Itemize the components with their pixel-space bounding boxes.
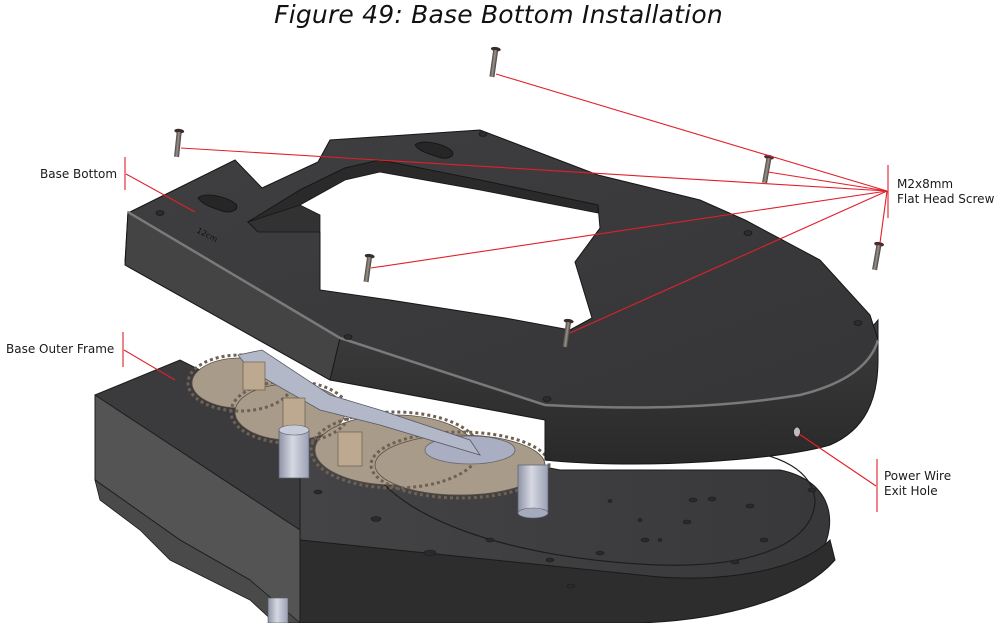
callout-power-wire-line2: Exit Hole [884, 484, 938, 498]
screw-icon [363, 253, 375, 283]
screws [174, 46, 885, 348]
base-bottom-part [124, 129, 880, 465]
screw-icon [174, 128, 185, 158]
screw-icon [762, 154, 775, 184]
screw-icon [489, 46, 501, 78]
callout-screw-size: M2x8mm [897, 177, 954, 191]
callout-screw: M2x8mm Flat Head Screw [897, 177, 994, 207]
leader-lines [122, 73, 889, 512]
figure-title: Figure 49: Base Bottom Installation [274, 0, 723, 29]
callout-power-wire-line1: Power Wire [884, 469, 952, 483]
callout-base-outer-frame: Base Outer Frame [6, 342, 114, 357]
gear-train [186, 349, 551, 519]
callout-screw-type: Flat Head Screw [897, 192, 995, 206]
callout-base-bottom-text: Base Bottom [40, 167, 118, 181]
callout-base-outer-frame-text: Base Outer Frame [6, 342, 115, 356]
screw-icon [872, 241, 885, 271]
callout-power-wire: Power Wire Exit Hole [884, 469, 951, 499]
callout-base-bottom: Base Bottom [40, 167, 117, 182]
screw-icon [562, 318, 574, 348]
